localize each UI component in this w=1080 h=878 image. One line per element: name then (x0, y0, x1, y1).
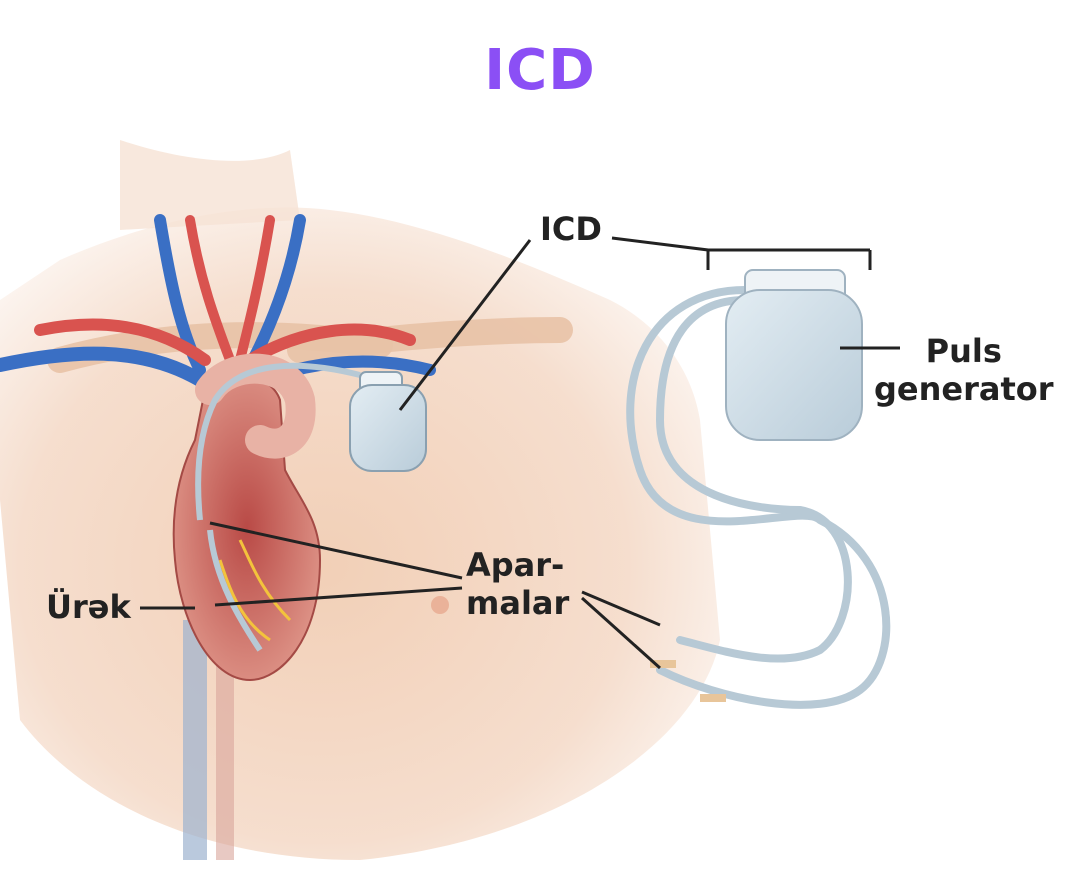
label-urek: Ürək (46, 588, 131, 626)
label-icd: ICD (540, 210, 602, 248)
label-puls-line2: generator (874, 370, 1054, 408)
torso (0, 140, 720, 860)
icd-device-detail (626, 269, 891, 709)
callout-lines (140, 236, 900, 670)
page-title: ICD (484, 38, 596, 103)
implanted-icd (195, 362, 427, 652)
heart (172, 353, 322, 682)
label-aparmalar: Apar- malar (466, 546, 569, 622)
label-apar-line1: Apar- (466, 546, 565, 584)
label-puls-generator: Puls generator (874, 332, 1054, 408)
label-puls-line1: Puls (925, 332, 1002, 370)
blood-vessels (0, 214, 436, 860)
label-apar-line2: malar (466, 584, 570, 622)
